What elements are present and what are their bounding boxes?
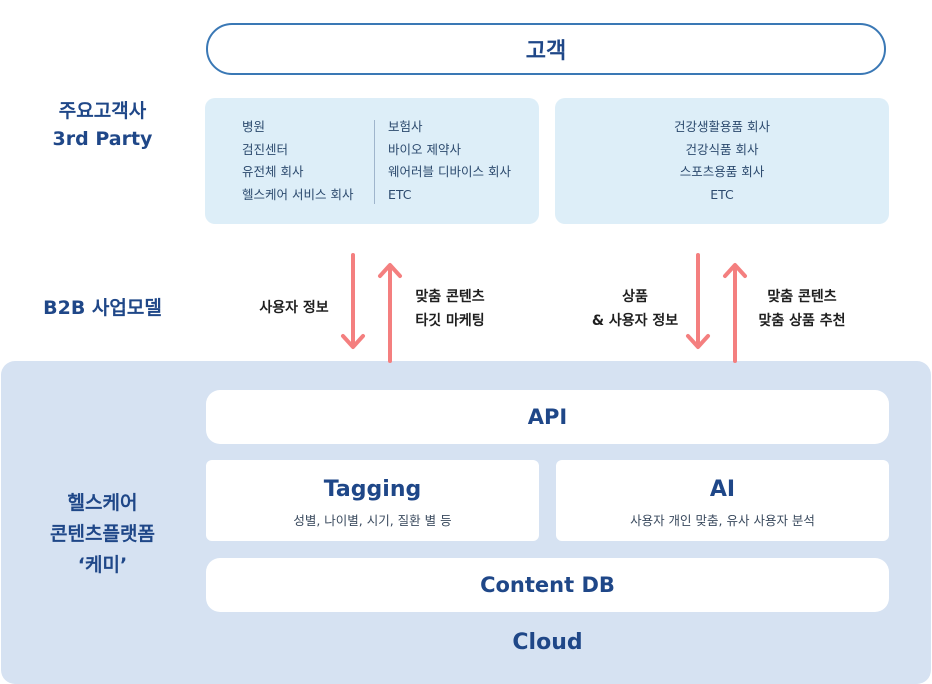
list-item: 병원 — [242, 119, 266, 134]
tagging-card: Tagging 성별, 나이별, 시기, 질환 별 등 — [206, 460, 539, 541]
list-item: 바이오 제약사 — [388, 141, 461, 157]
customer-box-right: 건강생활용품 회사 건강식품 회사 스포츠용품 회사 ETC — [555, 98, 889, 224]
column-divider — [374, 120, 375, 204]
flow-label: 상품 — [622, 289, 648, 305]
customer-box-left: 병원 검진센터 유전체 회사 헬스케어 서비스 회사 보험사 바이오 제약사 웨… — [205, 98, 539, 224]
key-customers-label: 주요고객사 3rd Party — [0, 97, 205, 153]
flow-label: 맞춤 상품 추천 — [758, 313, 846, 329]
right-up-arrow — [723, 263, 747, 363]
customer-list-right: 건강생활용품 회사 건강식품 회사 스포츠용품 회사 ETC — [555, 116, 889, 206]
b2b-model-label: B2B 사업모델 — [43, 297, 162, 319]
list-item: 헬스케어 서비스 회사 — [242, 186, 354, 202]
list-item: 웨어러블 디바이스 회사 — [388, 164, 511, 179]
list-item: ETC — [710, 186, 734, 202]
platform-line2: 콘텐츠플랫폼 — [50, 523, 155, 545]
platform-label: 헬스케어 콘텐츠플랫폼 ‘케미’ — [0, 488, 205, 581]
flow-label: 사용자 정보 — [259, 300, 329, 316]
list-item: ETC — [388, 186, 412, 202]
content-db-block: Content DB — [206, 558, 889, 612]
platform-line1: 헬스케어 — [67, 492, 138, 514]
api-label: API — [527, 405, 568, 429]
ai-subtitle: 사용자 개인 맞춤, 유사 사용자 분석 — [630, 513, 815, 528]
right-up-label: 맞춤 콘텐츠 맞춤 상품 추천 — [746, 285, 858, 333]
ai-title: AI — [709, 477, 736, 502]
left-down-arrow — [341, 253, 365, 349]
customer-label: 고객 — [525, 39, 567, 64]
right-down-arrow — [686, 253, 710, 349]
list-item: 건강생활용품 회사 — [674, 119, 770, 134]
customer-pill: 고객 — [206, 23, 886, 75]
left-up-label: 맞춤 콘텐츠 타깃 마케팅 — [400, 285, 500, 333]
platform-line3: ‘케미’ — [77, 554, 128, 576]
list-item: 스포츠용품 회사 — [679, 164, 765, 179]
key-customers-line2: 3rd Party — [52, 128, 153, 150]
customer-list-col1: 병원 검진센터 유전체 회사 헬스케어 서비스 회사 — [242, 116, 353, 206]
ai-card: AI 사용자 개인 맞춤, 유사 사용자 분석 — [556, 460, 889, 541]
left-up-arrow — [378, 263, 402, 363]
list-item: 보험사 — [388, 119, 423, 134]
flow-label: 맞춤 콘텐츠 — [767, 289, 837, 305]
key-customers-line1: 주요고객사 — [58, 100, 147, 122]
flow-label: & 사용자 정보 — [591, 313, 679, 329]
right-down-label: 상품 & 사용자 정보 — [578, 285, 692, 333]
cloud-label: Cloud — [512, 630, 583, 655]
api-block: API — [206, 390, 889, 444]
flow-label: 타깃 마케팅 — [415, 313, 485, 329]
customer-list-col2: 보험사 바이오 제약사 웨어러블 디바이스 회사 ETC — [388, 116, 511, 206]
list-item: 건강식품 회사 — [685, 141, 759, 157]
tagging-subtitle: 성별, 나이별, 시기, 질환 별 등 — [293, 513, 452, 528]
content-db-label: Content DB — [480, 573, 615, 597]
list-item: 유전체 회사 — [242, 164, 304, 179]
flow-label: 맞춤 콘텐츠 — [415, 289, 485, 305]
left-down-label: 사용자 정보 — [240, 296, 348, 320]
list-item: 검진센터 — [242, 141, 289, 157]
tagging-title: Tagging — [323, 477, 422, 502]
